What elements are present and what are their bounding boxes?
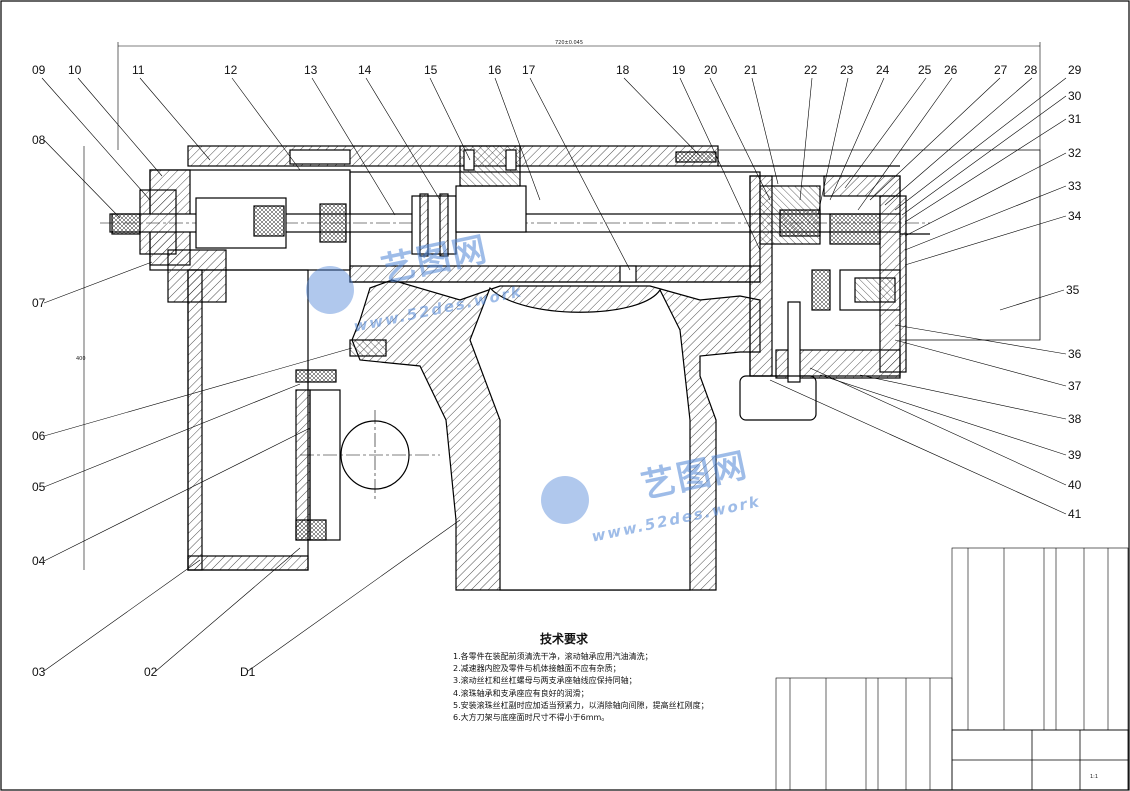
part-label: 25 <box>918 63 932 77</box>
part-label: 09 <box>32 63 46 77</box>
part-label: 22 <box>804 63 818 77</box>
scale-text: 1:1 <box>1090 774 1098 780</box>
leader-lines <box>41 77 1067 672</box>
part-label: 31 <box>1068 112 1082 126</box>
part-label: 15 <box>424 63 438 77</box>
part-label: 38 <box>1068 412 1082 426</box>
part-label: 35 <box>1066 283 1080 297</box>
requirement-item: 5.安装滚珠丝杠副时应加适当预紧力，以消除轴向间隙，提高丝杠刚度； <box>453 700 709 710</box>
part-label: 02 <box>144 665 158 679</box>
requirement-item: 2.减速器内腔及零件与机体接触面不应有杂质； <box>453 664 621 674</box>
part-labels: 09 10 11 12 13 14 15 16 17 18 19 20 21 2… <box>32 63 1082 679</box>
part-label: 11 <box>132 63 145 77</box>
part-label: 05 <box>32 480 46 494</box>
part-label: 39 <box>1068 448 1082 462</box>
assembly-drawing: 720±0.045 400 <box>76 40 1041 591</box>
part-label: 23 <box>840 63 854 77</box>
part-label: 10 <box>68 63 82 77</box>
part-label: 07 <box>32 296 46 310</box>
part-label: 32 <box>1068 146 1082 160</box>
part-label: 20 <box>704 63 718 77</box>
title-block: 1:1 <box>951 729 1129 791</box>
part-label: 41 <box>1068 507 1082 521</box>
requirement-item: 3.滚动丝杠和丝杠螺母与两支承座轴线应保持同轴； <box>453 676 637 686</box>
side-dimension-text: 400 <box>76 356 86 362</box>
part-label: 33 <box>1068 179 1082 193</box>
part-label: 12 <box>224 63 238 77</box>
part-label: 17 <box>522 63 536 77</box>
part-label: 26 <box>944 63 958 77</box>
top-dimension-text: 720±0.045 <box>555 40 583 46</box>
part-label: 21 <box>744 63 758 77</box>
parts-list-left <box>775 677 953 791</box>
technical-requirements-title: 技术要求 <box>540 632 589 646</box>
part-label: 27 <box>994 63 1008 77</box>
part-label: D1 <box>240 665 256 679</box>
part-label: 19 <box>672 63 686 77</box>
part-label: 34 <box>1068 209 1082 223</box>
part-label: 30 <box>1068 89 1082 103</box>
part-label: 24 <box>876 63 890 77</box>
technical-requirements-list: 1.各零件在装配前须清洗干净，滚动轴承应用汽油清洗； 2.减速器内腔及零件与机体… <box>453 651 753 724</box>
part-label: 40 <box>1068 478 1082 492</box>
part-label: 06 <box>32 429 46 443</box>
part-label: 08 <box>32 133 46 147</box>
part-label: 16 <box>488 63 502 77</box>
part-label: 13 <box>304 63 318 77</box>
part-label: 28 <box>1024 63 1038 77</box>
part-label: 04 <box>32 554 46 568</box>
requirement-item: 6.大方刀架与底座面时尺寸不得小于6mm。 <box>453 713 610 723</box>
requirement-item: 1.各零件在装配前须清洗干净，滚动轴承应用汽油清洗； <box>453 652 653 661</box>
part-label: 36 <box>1068 347 1082 361</box>
part-label: 03 <box>32 665 46 679</box>
part-label: 37 <box>1068 379 1082 393</box>
requirement-item: 4.滚珠轴承和支承座应有良好的润滑； <box>453 688 589 698</box>
part-label: 18 <box>616 63 630 77</box>
part-label: 29 <box>1068 63 1082 77</box>
part-label: 14 <box>358 63 372 77</box>
watermark-globe-icon <box>306 266 589 524</box>
parts-list-right <box>951 547 1129 731</box>
